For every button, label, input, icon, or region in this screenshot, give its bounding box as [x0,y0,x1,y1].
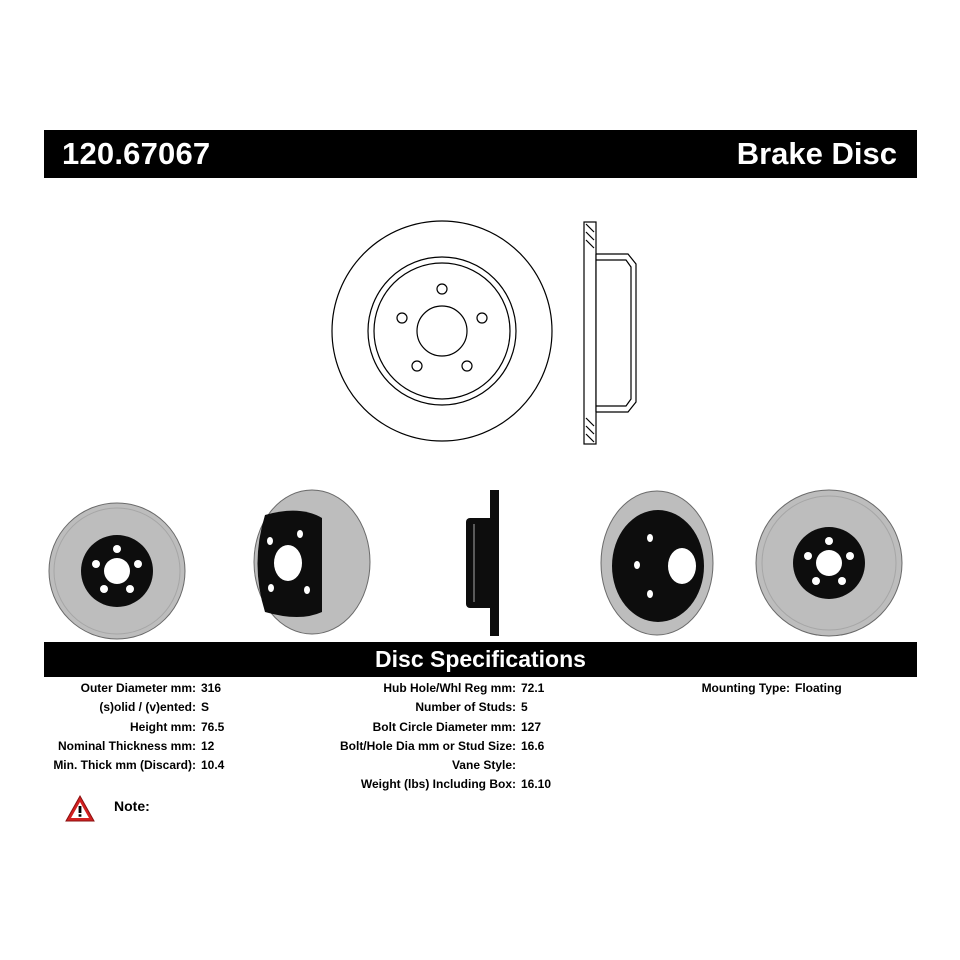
rotor-photo-front-right [755,489,903,637]
rotor-photo-angled [253,489,371,635]
spec-value: 12 [201,738,215,753]
spec-label: Bolt Circle Diameter mm: [372,719,516,734]
spec-row: (s)olid / (v)ented: S [0,698,209,717]
spec-row: Min. Thick mm (Discard): 10.4 [0,756,224,775]
part-number: 120.67067 [62,136,211,171]
front-view-drawing [331,220,553,442]
spec-row: Hub Hole/Whl Reg mm: 72.1 [0,679,544,698]
spec-row: Outer Diameter mm: 316 [0,679,221,698]
product-type: Brake Disc [736,136,897,171]
spec-row: Bolt Circle Diameter mm: 127 [0,718,541,737]
spec-column-3: Mounting Type: Floating [0,679,842,698]
spec-column-1: Outer Diameter mm: 316 (s)olid / (v)ented… [0,679,224,775]
warning-triangle-icon [65,794,95,822]
spec-row: Height mm: 76.5 [0,718,224,737]
rotor-photo-angled-rear [600,490,714,636]
specs-title: Disc Specifications [375,646,586,672]
title-bar: 120.67067 Brake Disc [44,130,917,178]
spec-label: Height mm: [130,719,196,734]
spec-label: (s)olid / (v)ented: [99,700,196,715]
spec-label: Number of Studs: [415,700,516,715]
rotor-photo-front [48,502,186,640]
spec-label: Hub Hole/Whl Reg mm: [383,681,516,695]
spec-label: Min. Thick mm (Discard): [53,758,196,773]
spec-value: 76.5 [201,719,225,734]
note-area: Note: [64,794,184,826]
spec-label: Bolt/Hole Dia mm or Stud Size: [339,738,516,753]
side-profile-drawing [583,221,637,445]
spec-value: 316 [201,681,222,695]
spec-row: Number of Studs: 5 [0,698,527,717]
spec-value: 10.4 [201,758,225,773]
spec-label: Outer Diameter mm: [80,681,196,695]
spec-label: Vane Style: [451,758,516,773]
spec-row: Vane Style: [0,756,516,775]
rotor-photo-side [466,490,499,636]
spec-value: 16.6 [521,738,545,753]
spec-value: S [201,700,210,715]
spec-label: Weight (lbs) Including Box: [360,777,516,792]
spec-label: Nominal Thickness mm: [57,738,196,753]
spec-row: Nominal Thickness mm: 12 [0,737,214,756]
spec-value: 127 [521,719,542,734]
spec-column-2: Hub Hole/Whl Reg mm: 72.1 Number of Studs… [0,679,551,795]
spec-row: Mounting Type: Floating [0,679,842,698]
spec-value: 5 [521,700,528,715]
spec-label: Mounting Type: [701,681,790,695]
spec-value: 72.1 [521,681,545,695]
specs-title-bar: Disc Specifications [44,642,917,677]
spec-value: 16.10 [521,777,552,792]
spec-row: Weight (lbs) Including Box: 16.10 [0,775,551,794]
note-label: Note: [114,798,150,814]
spec-row: Bolt/Hole Dia mm or Stud Size: 16.6 [0,737,544,756]
spec-value: Floating [795,681,842,695]
